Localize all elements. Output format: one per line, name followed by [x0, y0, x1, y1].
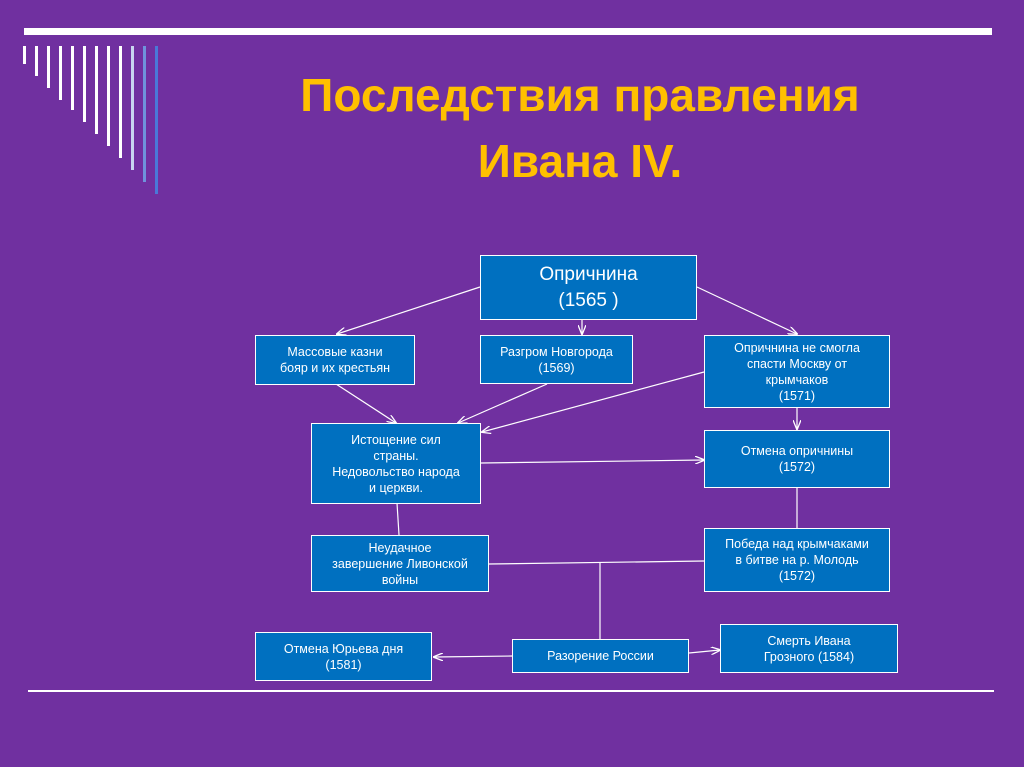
node-molodi: Победа над крымчаками в битве на р. Моло… [704, 528, 890, 592]
edge-exhaustion-abolition [480, 460, 704, 463]
edge-moscow-exhaustion [482, 371, 705, 432]
edge-novgorod-exhaustion [458, 383, 548, 423]
node-livonian: Неудачное завершение Ливонской войны [311, 535, 489, 592]
top-rule [24, 28, 992, 35]
node-oprichnina: Опричнина (1565 ) [480, 255, 697, 320]
node-ruin-line-1: Разорение России [547, 649, 654, 663]
node-abolition: Отмена опричнины (1572) [704, 430, 890, 488]
node-moscow-fail: Опричнина не смогла спасти Москву от кры… [704, 335, 890, 408]
node-exhaustion-line-4: и церкви. [369, 480, 423, 495]
node-ruin: Разорение России [512, 639, 689, 673]
node-livonian-line-3: войны [381, 572, 419, 587]
node-moscow-fail-line-4: (1571) [778, 388, 816, 403]
title-line-2: Ивана IV. [477, 135, 683, 187]
title-line-1: Последствия правления [300, 69, 860, 121]
edge-livonian-molodi [488, 560, 705, 565]
node-molodi-line-2: в битве на р. Молодь [735, 553, 859, 567]
bottom-rule [28, 690, 994, 692]
node-death-line-2: Грозного (1584) [763, 649, 855, 664]
node-oprichnina-line-1: Опричнина [539, 263, 638, 285]
node-moscow-fail-line-3: крымчаков [765, 372, 829, 387]
node-executions-line-1: Массовые казни [287, 345, 383, 359]
edge-oprichnina-executions [337, 286, 481, 334]
node-moscow-fail-line-1: Опричнина не смогла [734, 340, 860, 355]
edge-executions-exhaustion [335, 383, 396, 423]
node-executions-line-2: бояр и их крестьян [280, 361, 390, 375]
node-exhaustion-line-2: страны. [373, 448, 419, 463]
slide-title: Последствия правления Ивана IV. [180, 62, 980, 194]
node-death: Смерть Ивана Грозного (1584) [720, 624, 898, 673]
node-yuriev-line-2: (1581) [325, 657, 362, 672]
node-exhaustion-line-1: Истощение сил [351, 432, 441, 447]
node-yuriev: Отмена Юрьева дня (1581) [255, 632, 432, 681]
node-exhaustion-line-3: Недовольство народа [332, 464, 460, 479]
node-executions: Массовые казни бояр и их крестьян [255, 335, 415, 385]
node-oprichnina-line-2: (1565 ) [558, 289, 619, 311]
node-abolition-line-2: (1572) [778, 460, 816, 474]
deco-stripes [23, 46, 158, 194]
edge-ruin-yuriev [434, 656, 513, 657]
node-livonian-line-2: завершение Ливонской [332, 556, 468, 571]
edge-exhaustion-livonian [396, 502, 400, 536]
edge-oprichnina-moscow [696, 286, 797, 334]
node-exhaustion: Истощение сил страны. Недовольство народ… [311, 423, 481, 504]
node-molodi-line-3: (1572) [778, 569, 816, 583]
node-novgorod-line-2: (1569) [538, 360, 575, 375]
node-livonian-line-1: Неудачное [368, 540, 432, 555]
node-death-line-1: Смерть Ивана [767, 633, 851, 648]
node-moscow-fail-line-2: спасти Москву от [746, 356, 848, 371]
node-molodi-line-1: Победа над крымчаками [725, 537, 869, 551]
node-abolition-line-1: Отмена опричнины [740, 444, 854, 458]
edge-ruin-death [688, 650, 720, 653]
node-novgorod-line-1: Разгром Новгорода [500, 344, 613, 359]
node-novgorod: Разгром Новгорода (1569) [480, 335, 633, 384]
node-yuriev-line-1: Отмена Юрьева дня [283, 641, 404, 656]
